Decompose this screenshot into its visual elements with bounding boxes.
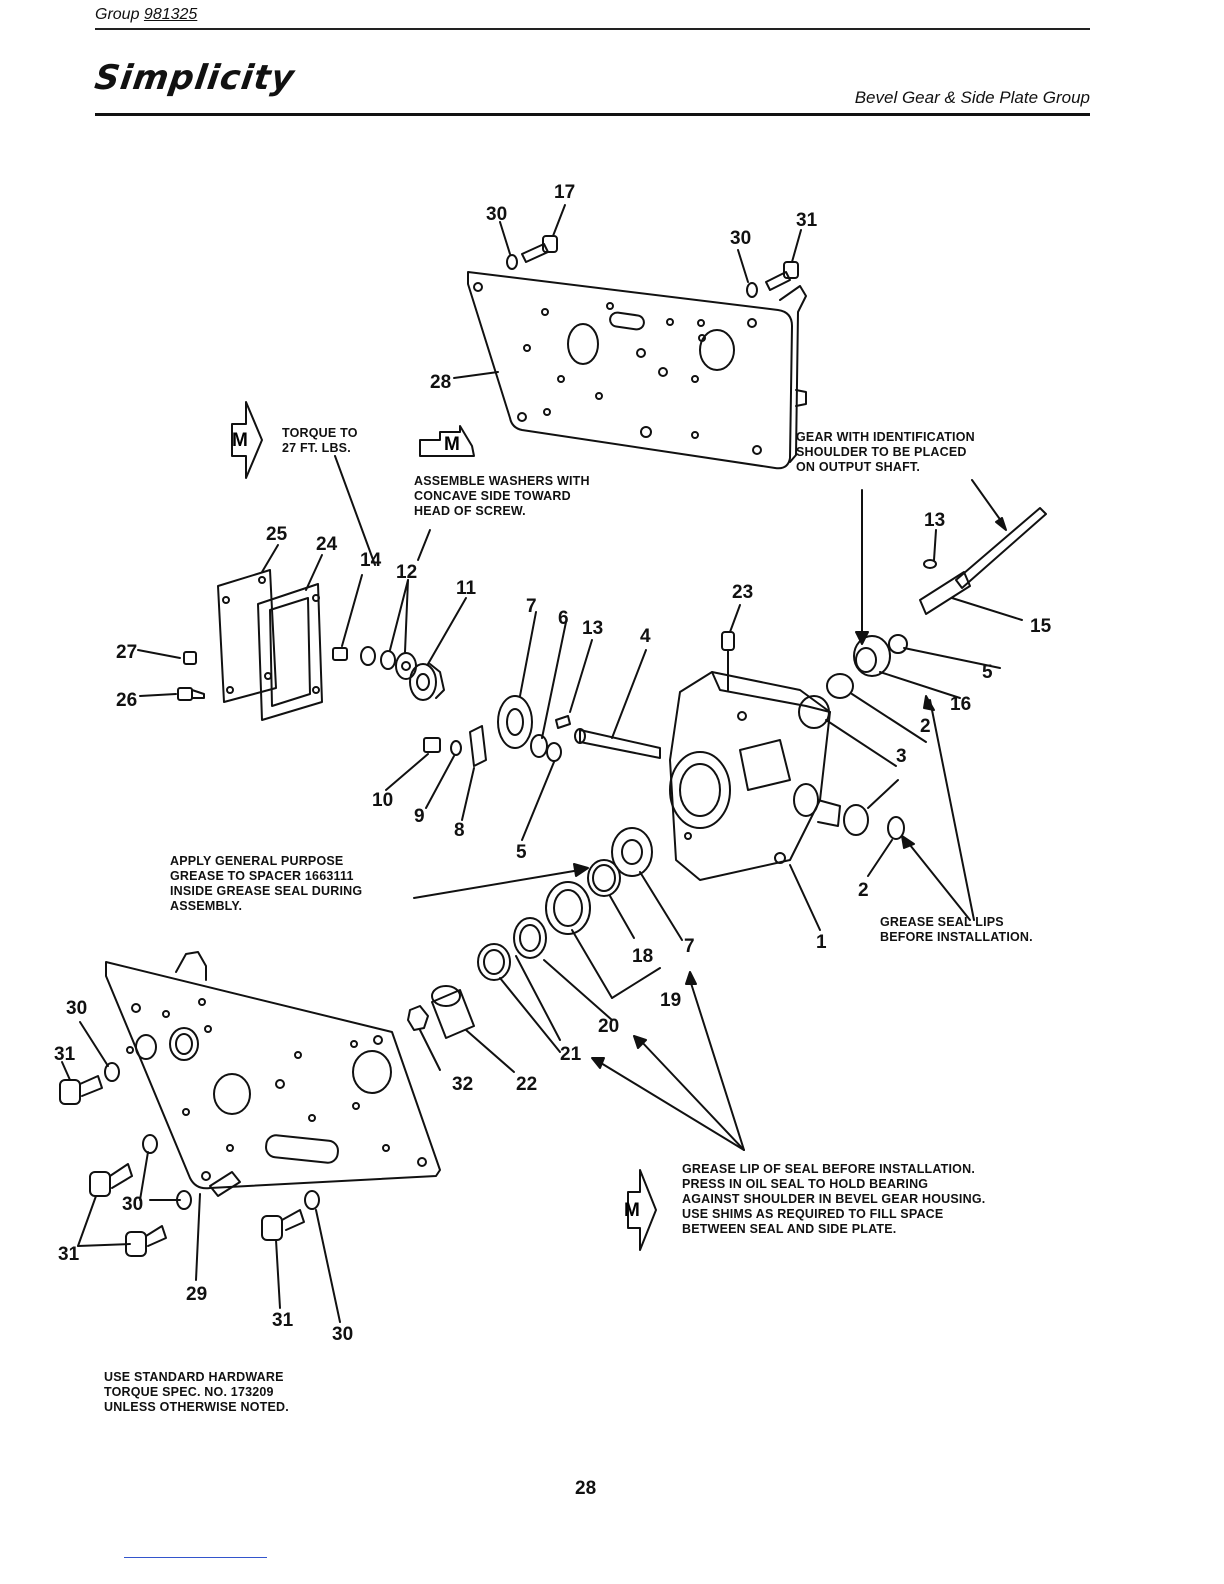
page-number: 28	[575, 1478, 597, 1499]
part-number: 16	[950, 694, 971, 715]
part-number: 30	[730, 228, 751, 249]
part-number: 21	[560, 1044, 582, 1065]
part-number: 31	[796, 210, 818, 231]
top-rule	[95, 28, 1090, 30]
m-badges	[231, 401, 657, 1251]
part-number: 30	[486, 204, 507, 225]
part-number: 31	[54, 1044, 76, 1065]
part-number: 18	[632, 946, 653, 967]
part-number: 7	[526, 596, 537, 617]
part-number: 30	[122, 1194, 143, 1215]
part-number: 30	[66, 998, 87, 1019]
part-number: 12	[396, 562, 417, 583]
grease-lips-callout: GREASE SEAL LIPS BEFORE INSTALLATION.	[880, 915, 1033, 944]
lower-screws	[59, 1021, 341, 1323]
part-number: 8	[454, 820, 465, 841]
washers-callout: ASSEMBLE WASHERS WITH CONCAVE SIDE TOWAR…	[414, 474, 590, 518]
standard-hardware-note: USE STANDARD HARDWARE TORQUE SPEC. NO. 1…	[104, 1370, 289, 1414]
part-number: 24	[316, 534, 338, 555]
part-number: 14	[360, 550, 382, 571]
section-title: Bevel Gear & Side Plate Group	[854, 88, 1090, 107]
cover-and-gasket	[217, 544, 323, 721]
group-number: 981325	[143, 6, 198, 23]
part-number: 5	[982, 662, 993, 683]
m-badge-letter: M	[232, 430, 248, 451]
bevel-gear-housing	[669, 671, 841, 931]
part-number: 1	[816, 932, 827, 953]
part-number: 31	[58, 1244, 80, 1265]
part-number: 13	[924, 510, 945, 531]
part-number: 30	[332, 1324, 353, 1345]
part-number: 17	[554, 182, 575, 203]
part-number: 20	[598, 1016, 619, 1037]
grease-spacer-callout: APPLY GENERAL PURPOSE GREASE TO SPACER 1…	[170, 854, 363, 913]
part-number: 29	[186, 1284, 207, 1305]
part-number: 32	[452, 1074, 473, 1095]
part-number: 6	[558, 608, 569, 629]
left-hardware	[137, 455, 487, 821]
gear-id-callout: GEAR WITH IDENTIFICATION SHOULDER TO BE …	[796, 430, 975, 474]
upper-screws	[499, 204, 802, 298]
part-number: 7	[684, 936, 695, 957]
part-number: 3	[896, 746, 907, 767]
part-number: 19	[660, 990, 681, 1011]
m-badge-letter: M	[624, 1200, 640, 1221]
footer-rule	[124, 1557, 267, 1558]
part-number: 27	[116, 642, 137, 663]
m-badge-letter: M	[444, 434, 460, 455]
lower-side-plate	[105, 951, 441, 1190]
group-label: Group 981325	[95, 6, 197, 24]
part-number: 2	[920, 716, 931, 737]
part-number: 26	[116, 690, 137, 711]
part-number: 4	[640, 626, 651, 647]
part-number: 13	[582, 618, 603, 639]
part-number: 9	[414, 806, 425, 827]
part-number: 25	[266, 524, 288, 545]
upper-side-plate	[453, 271, 807, 470]
part-number: 22	[516, 1074, 537, 1095]
part-number: 5	[516, 842, 527, 863]
part-number: 15	[1030, 616, 1052, 637]
output-shaft-parts	[798, 479, 1047, 921]
grease-lip-seal-callout: GREASE LIP OF SEAL BEFORE INSTALLATION. …	[682, 1162, 986, 1236]
part-number: 28	[430, 372, 451, 393]
brand-rule	[95, 113, 1090, 116]
part-number: 10	[372, 790, 393, 811]
torque-callout: TORQUE TO 27 FT. LBS.	[282, 426, 358, 455]
part-number: 11	[456, 578, 477, 599]
group-prefix: Group	[95, 6, 140, 23]
part-number-labels: 17 30 30 31 28 13 25 24 14 12 11 23 7 6 …	[54, 182, 1052, 1345]
shaft-assembly	[497, 604, 741, 841]
part-number: 23	[732, 582, 753, 603]
part-number: 31	[272, 1310, 294, 1331]
seal-stack	[407, 827, 745, 1151]
part-number: 2	[858, 880, 869, 901]
